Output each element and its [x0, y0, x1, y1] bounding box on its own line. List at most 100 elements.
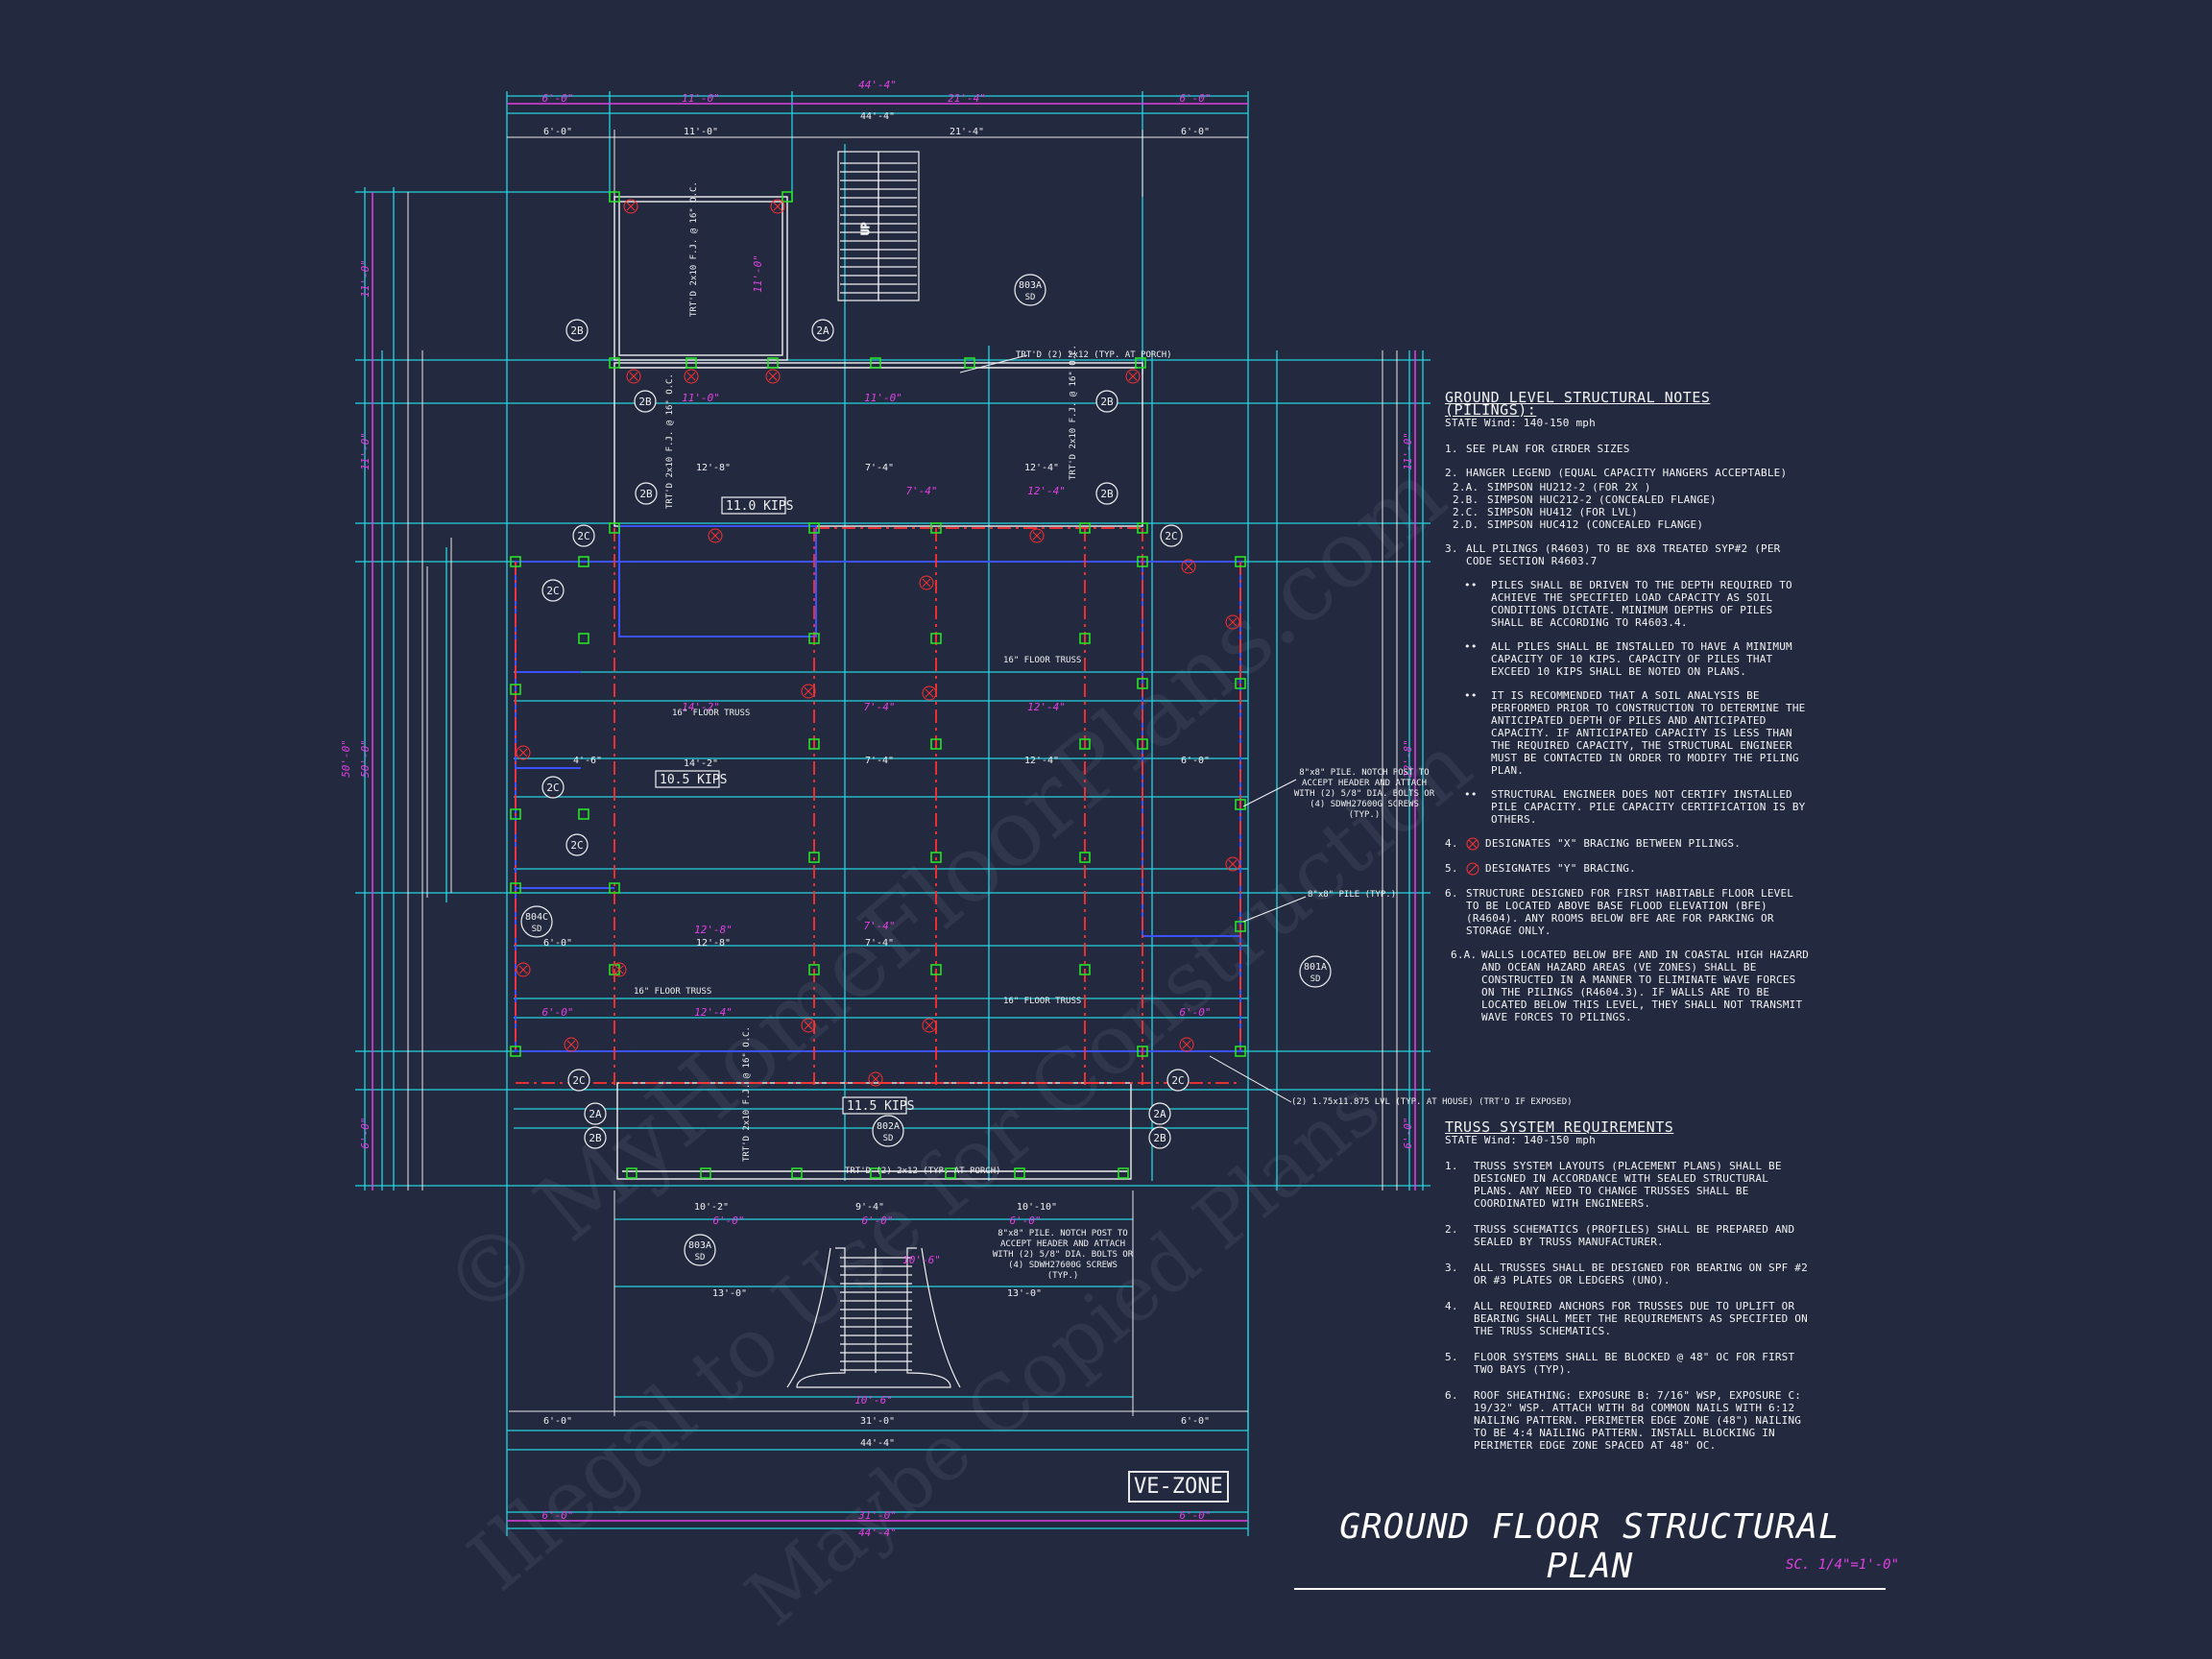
callout-label: 2A [589, 1108, 602, 1120]
leader-lines [959, 354, 1307, 1103]
magenta-dimension-lines [372, 103, 1416, 1522]
callout-label: 2C [1165, 530, 1177, 542]
note-3-bullet-2: ALL PILES SHALL BE INSTALLED TO HAVE A M… [1491, 640, 1792, 678]
x-bracing-marker [1125, 369, 1141, 384]
callout-2b-6 [584, 1126, 607, 1149]
pile-marker [1079, 738, 1091, 750]
floor-truss-note-4: 16" FLOOR TRUSS [1003, 997, 1081, 1006]
svg-text:10'-6": 10'-6" [902, 1254, 941, 1266]
pile-marker [930, 852, 942, 863]
svg-text:12'-8": 12'-8" [696, 938, 731, 949]
svg-text:7'-4": 7'-4" [863, 701, 895, 713]
callout-label: 2B [589, 1132, 602, 1144]
svg-text:6'-0": 6'-0" [543, 127, 572, 137]
pile-marker [700, 1167, 711, 1179]
callout-label: 2C [546, 781, 559, 794]
x-bracing-marker [626, 369, 641, 384]
svg-text:6'-0": 6'-0" [541, 1509, 573, 1522]
pile-marker [1235, 799, 1246, 810]
ground-notes-wind: STATE Wind: 140-150 mph [1445, 417, 1596, 429]
x-bracing-marker [801, 1018, 816, 1033]
callout-label: 2A [816, 325, 830, 337]
svg-text:44'-4": 44'-4" [858, 1527, 897, 1539]
pile-marker [791, 1167, 803, 1179]
svg-text:21'-4": 21'-4" [950, 127, 984, 137]
kips-labels: 11.0 KIPS 10.5 KIPS 11.5 KIPS [660, 499, 914, 1114]
pile-marker [1137, 1046, 1148, 1057]
svg-text:11'-0": 11'-0" [682, 92, 720, 105]
truss-note-5: FLOOR SYSTEMS SHALL BE BLOCKED @ 48" OC … [1474, 1351, 1795, 1376]
truss-system-notes: TRUSS SYSTEM REQUIREMENTS STATE Wind: 14… [1445, 1118, 1810, 1465]
x-bracing-marker [1181, 559, 1196, 574]
svg-text:4'-6": 4'-6" [573, 756, 602, 766]
svg-text:6'-0": 6'-0" [1181, 127, 1210, 137]
pile-marker [870, 357, 881, 369]
callout-2c-4 [541, 776, 565, 799]
detail-tag: SD [532, 925, 542, 934]
pile-marker [1235, 921, 1246, 932]
truss-notes-wind: STATE Wind: 140-150 mph [1445, 1134, 1596, 1146]
x-bracing-marker [1179, 1037, 1194, 1052]
detail-tag: 803A [688, 1240, 711, 1251]
svg-text:6'-0": 6'-0" [543, 938, 572, 949]
magenta-vertical-dims: 11'-0" 11'-0" 50'-0" 50'-0" 6'-0" 11'-0"… [340, 254, 1414, 1148]
detail-tag: 801A [1304, 962, 1327, 973]
svg-text:11'-0": 11'-0" [752, 254, 764, 293]
note-2c: SIMPSON HU412 (FOR LVL) [1487, 506, 1638, 518]
pile-marker [578, 808, 589, 820]
callout-2b-1 [565, 319, 589, 342]
callout-2a-3 [1148, 1102, 1171, 1125]
x-bracing-marker [922, 685, 937, 701]
svg-text:14'-2": 14'-2" [682, 701, 720, 713]
pile-marker [1135, 357, 1146, 369]
floor-truss-note-3: 16" FLOOR TRUSS [634, 987, 711, 997]
pile-marker [1079, 522, 1091, 534]
svg-text:14'-2": 14'-2" [684, 758, 718, 769]
svg-text:12'-4": 12'-4" [1027, 485, 1066, 497]
detail-tag: SD [1025, 293, 1036, 302]
truss-notes-heading: TRUSS SYSTEM REQUIREMENTS [1445, 1118, 1674, 1136]
callout-label: 2B [638, 396, 652, 408]
svg-text:50'-0": 50'-0" [359, 739, 372, 778]
x-bracing-marker [770, 199, 785, 214]
truss-note-6: ROOF SHEATHING: EXPOSURE B: 7/16" WSP, E… [1474, 1389, 1802, 1452]
svg-text:6'-0": 6'-0" [359, 1117, 372, 1148]
svg-text:12'-4": 12'-4" [1024, 756, 1059, 766]
svg-text:12'-4": 12'-4" [694, 1006, 733, 1019]
kips-label-3: 11.5 KIPS [847, 1099, 914, 1114]
note-2b: SIMPSON HUC212-2 (CONCEALED FLANGE) [1487, 493, 1717, 506]
truss-note-2: TRUSS SCHEMATICS (PROFILES) SHALL BE PRE… [1474, 1223, 1795, 1248]
callout-label: 2B [1153, 1132, 1166, 1144]
pile-marker [626, 1167, 637, 1179]
pile-marker [1137, 738, 1148, 750]
detail-tag: 803A [1019, 280, 1042, 291]
pile-typ-note: 8"x8" PILE (TYP.) [1308, 890, 1396, 900]
callout-label: 2B [1100, 488, 1114, 500]
magenta-dimension-text: 6'-0" 11'-0" 21'-4" 6'-0" 44'-4" 6'-0" 3… [541, 79, 1211, 1539]
callout-2c-7 [1166, 1069, 1190, 1092]
svg-text:6'-0": 6'-0" [1181, 1416, 1210, 1427]
pile-marker [510, 684, 521, 695]
pile-marker [1137, 556, 1148, 567]
white-dimension-lines [407, 130, 1398, 1416]
porch-beam-note-bottom: TRT'D (2) 2x12 (TYP. AT PORCH) [845, 1166, 1001, 1176]
kips-label-1: 11.0 KIPS [726, 499, 793, 514]
svg-text:6'-0": 6'-0" [543, 1416, 572, 1427]
svg-text:11'-0": 11'-0" [684, 127, 718, 137]
svg-text:11'-0": 11'-0" [359, 432, 372, 470]
svg-text:7'-4": 7'-4" [865, 938, 894, 949]
callout-label: 2C [546, 585, 559, 597]
pile-marker [1079, 633, 1091, 644]
pile-marker [945, 1167, 956, 1179]
x-bracing-marker [623, 199, 638, 214]
pile-marker [510, 882, 521, 894]
pile-marker [1079, 852, 1091, 863]
girder-lines [515, 527, 1241, 1085]
joist-note-bottom: TRT'D 2x10 F.J. @ 16" O.C. [742, 1026, 752, 1162]
pile-marker [510, 808, 521, 820]
callout-2c-1 [572, 524, 595, 547]
svg-text:12'-4": 12'-4" [1024, 463, 1059, 473]
drawing-scale: SC. 1/4"=1'-0" [1786, 1557, 1900, 1573]
detail-803a-top [1014, 274, 1046, 306]
note-6a: WALLS LOCATED BELOW BFE AND IN COASTAL H… [1481, 949, 1810, 1023]
